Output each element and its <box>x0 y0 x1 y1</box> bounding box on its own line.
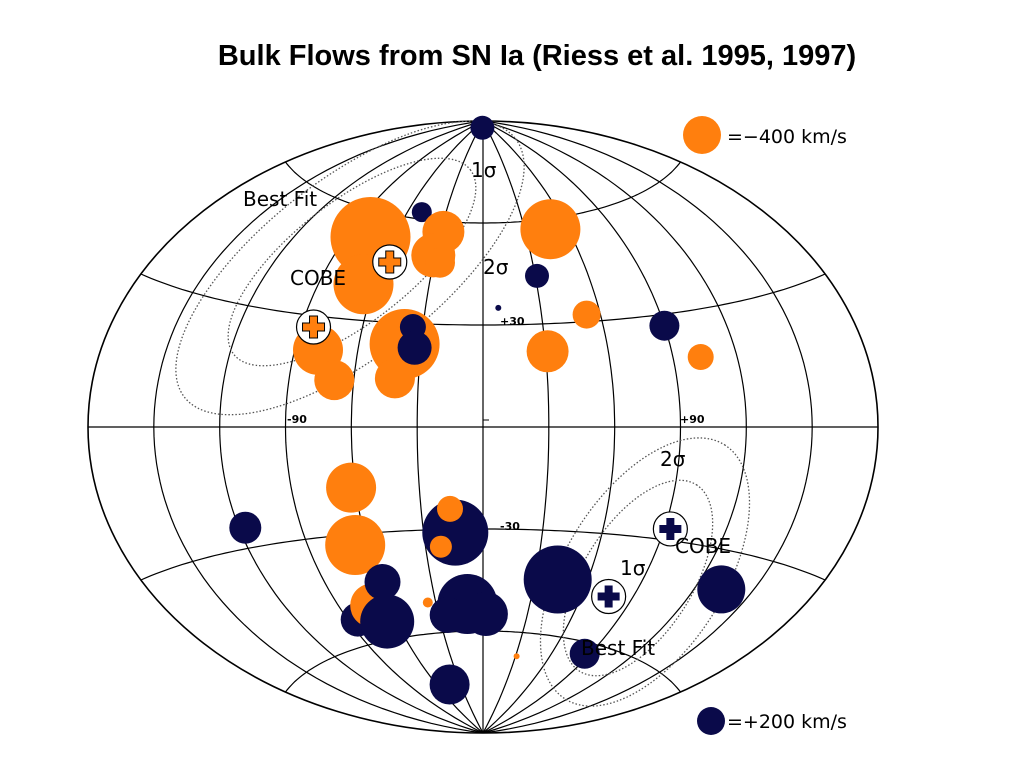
supernova-point-positive <box>429 664 470 705</box>
legend-swatch-positive <box>697 707 725 735</box>
supernova-point-positive <box>495 304 502 311</box>
south-contour-2sigma <box>539 437 751 707</box>
supernova-point-positive <box>525 263 549 288</box>
supernova-point-positive <box>569 638 600 669</box>
supernova-point-negative <box>326 462 377 513</box>
fit-markers <box>295 244 688 615</box>
legend-label-positive: =+200 km/s <box>727 711 847 733</box>
confidence-contours <box>175 120 751 707</box>
annotation-north-1sigma: 1σ <box>471 158 497 182</box>
annotation-north-best-fit: Best Fit <box>243 187 317 211</box>
tick-label-lat-minus-30: -30 <box>500 520 520 533</box>
north-best-fit-marker <box>372 244 408 280</box>
tick-label-lon-minus-90: -90 <box>287 413 307 426</box>
tick-label-lon-plus-90: +90 <box>680 413 705 426</box>
annotation-south-cobe: COBE <box>675 534 731 558</box>
supernova-point-positive <box>229 511 262 544</box>
supernova-point-positive <box>649 310 680 341</box>
parallel-line <box>285 161 681 224</box>
supernova-point-negative <box>422 597 433 608</box>
supernova-point-negative <box>526 330 569 373</box>
supernova-point-positive <box>470 115 495 140</box>
legend-label-negative: =−400 km/s <box>727 126 847 148</box>
north-contour-1sigma <box>227 157 477 367</box>
center-tick <box>482 419 489 427</box>
south-contour-1sigma <box>562 479 714 677</box>
supernova-point-negative <box>687 344 714 370</box>
supernova-point-negative <box>513 653 520 660</box>
north-contour-2sigma <box>175 120 525 416</box>
supernova-point-negative <box>314 360 355 401</box>
annotation-north-cobe: COBE <box>290 266 346 290</box>
supernova-point-positive <box>523 545 592 614</box>
tick-label-lat-plus-30: +30 <box>500 315 525 328</box>
supernova-point-positive <box>463 592 508 636</box>
north-cobe-marker <box>295 309 332 345</box>
south-cobe-marker <box>652 511 688 547</box>
south-best-fit-marker <box>591 578 627 615</box>
supernova-point-positive <box>364 564 401 600</box>
supernova-point-negative <box>572 300 601 329</box>
supernova-point-positive <box>397 330 432 365</box>
annotation-south-best-fit: Best Fit <box>581 636 655 660</box>
supernova-point-negative <box>429 535 452 558</box>
annotation-south-1sigma: 1σ <box>620 556 646 580</box>
supernova-point-negative <box>374 358 415 399</box>
supernova-point-positive <box>429 597 466 633</box>
parallel-line <box>140 273 826 326</box>
supernova-point-negative <box>520 199 581 260</box>
slide-title: Bulk Flows from SN Ia (Riess et al. 1995… <box>217 40 857 72</box>
supernova-point-positive <box>411 202 432 223</box>
supernova-points <box>229 115 746 705</box>
annotation-north-2sigma: 2σ <box>483 255 509 279</box>
supernova-point-positive <box>360 594 415 649</box>
supernova-point-positive <box>697 565 746 614</box>
supernova-point-negative <box>425 247 455 278</box>
legend: =−400 km/s =+200 km/s <box>683 116 847 735</box>
supernova-point-negative <box>437 495 463 522</box>
supernova-point-negative <box>325 515 386 575</box>
legend-swatch-negative <box>683 116 721 154</box>
annotation-south-2sigma: 2σ <box>660 447 686 471</box>
